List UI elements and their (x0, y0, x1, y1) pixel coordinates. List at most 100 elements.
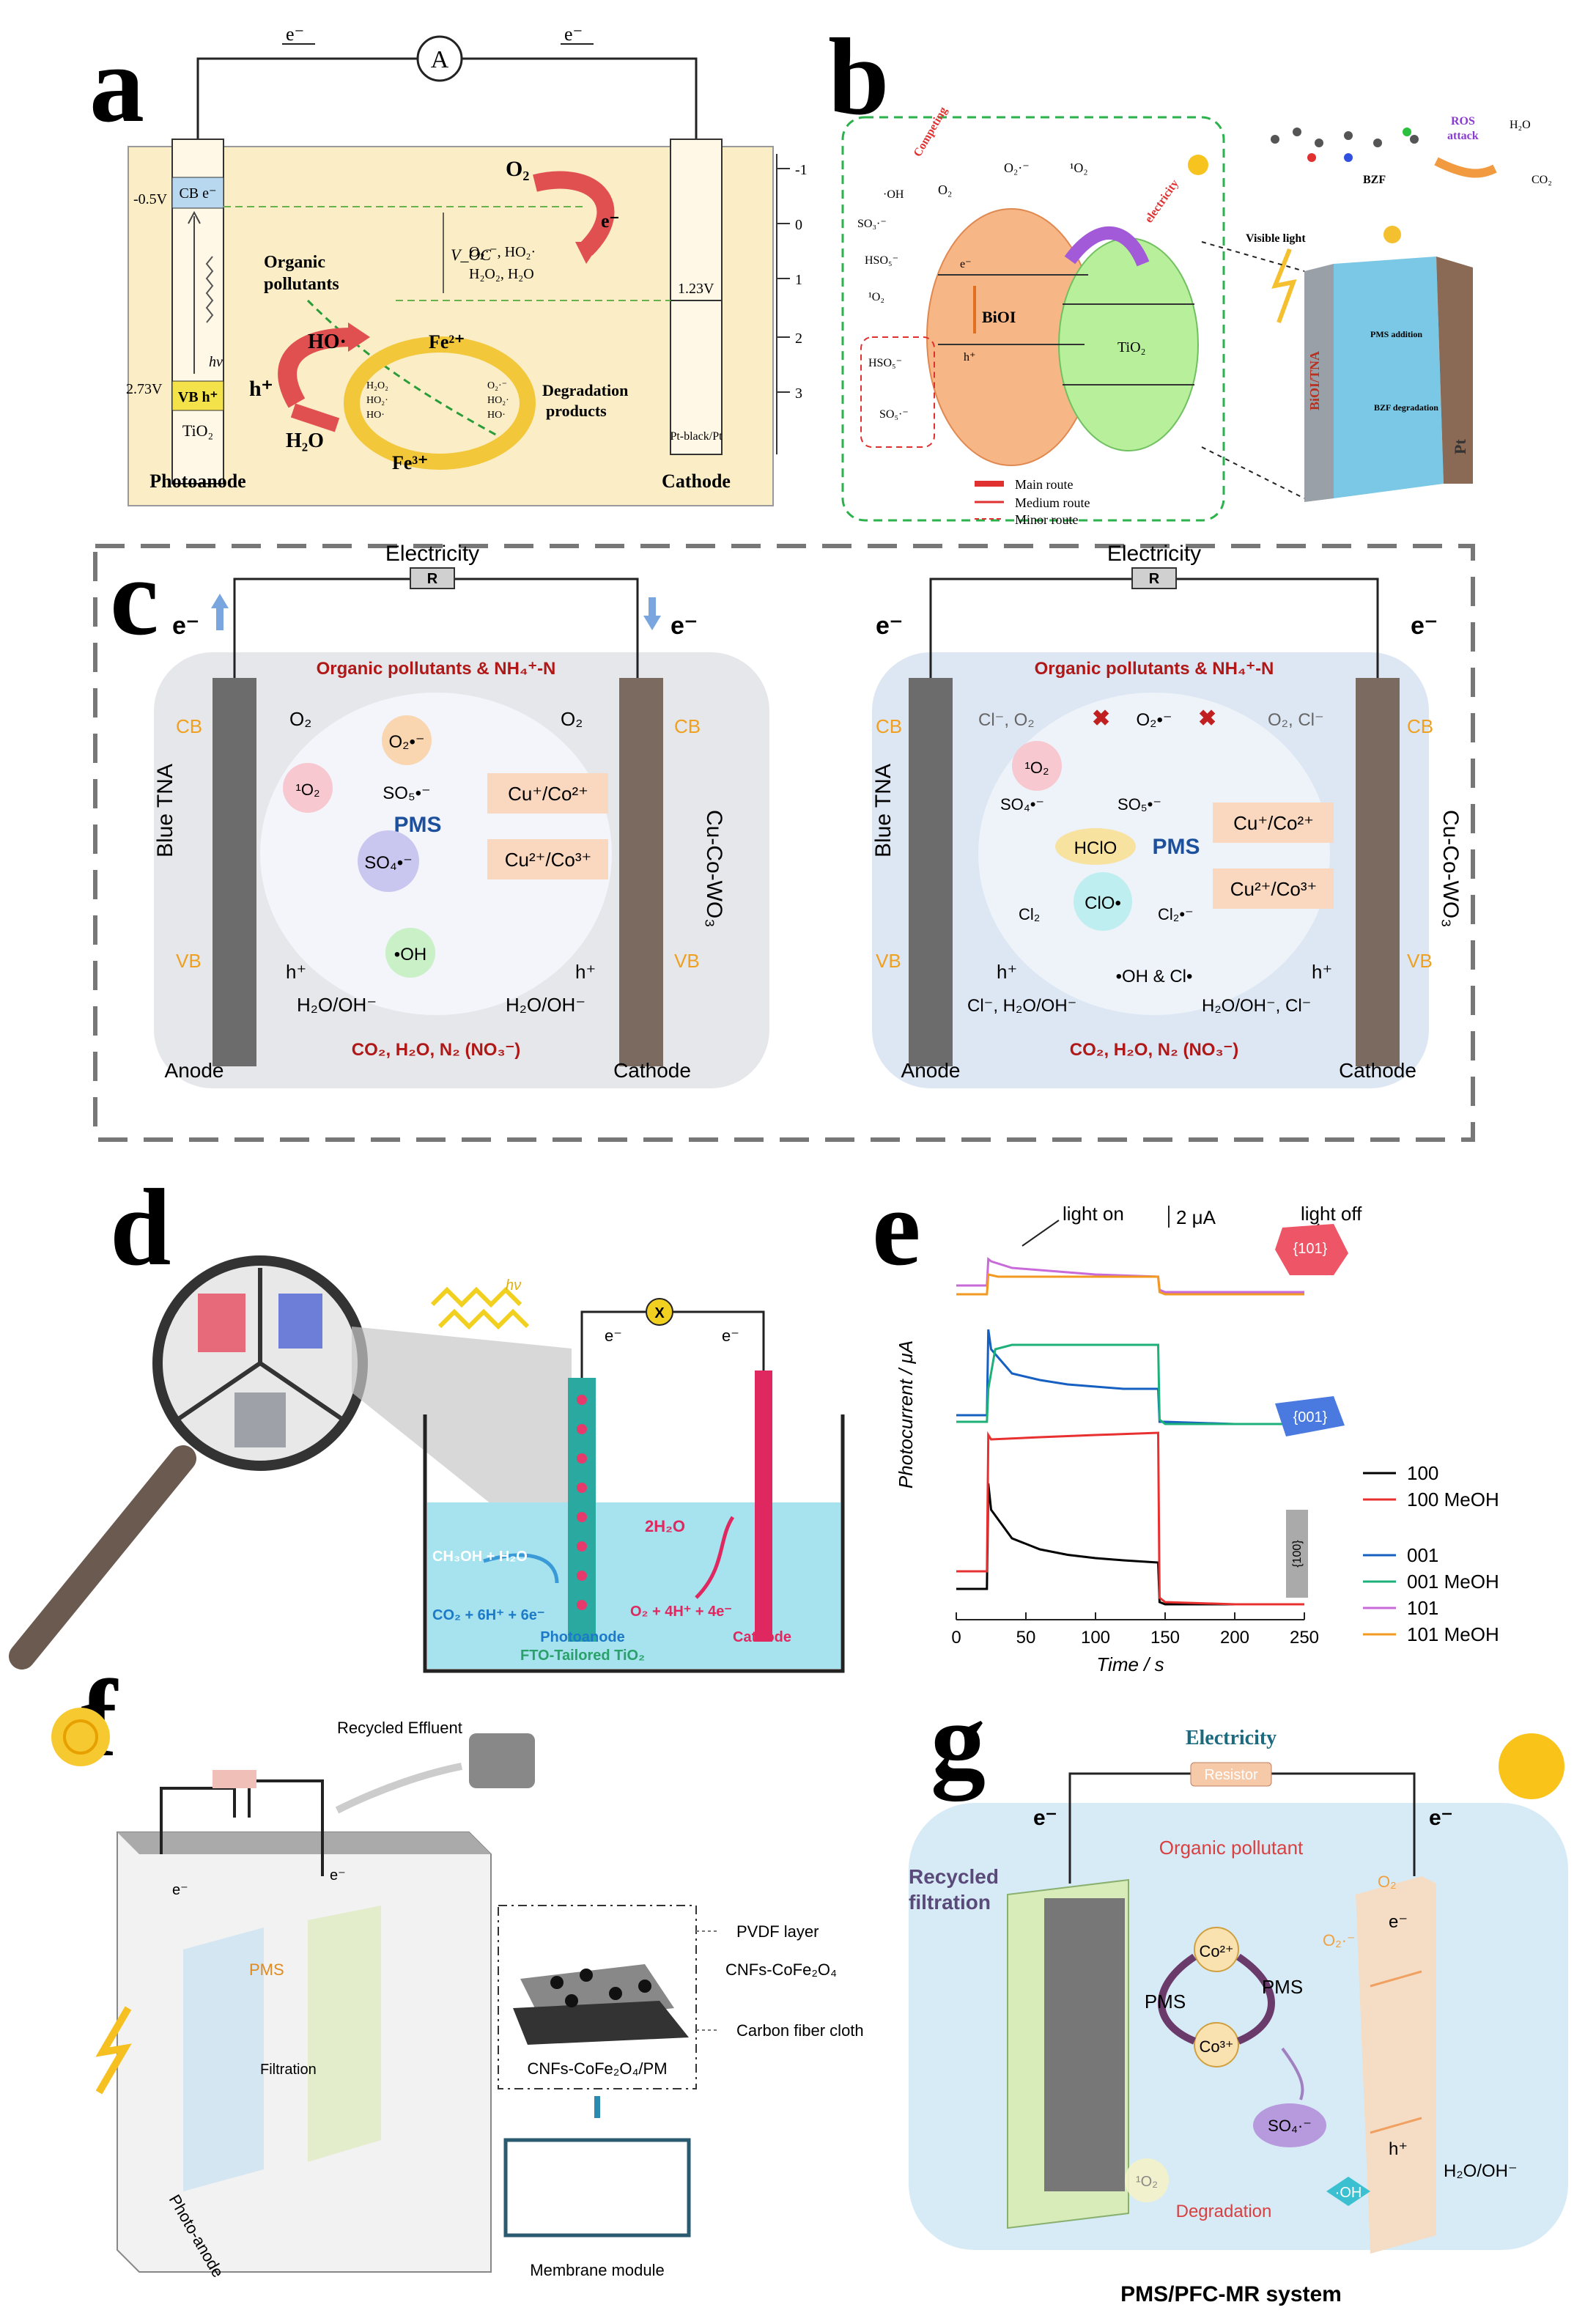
c-right-anode: Anode (901, 1059, 961, 1082)
f-pvdf: PVDF layer (736, 1922, 819, 1941)
d-e2: e⁻ (722, 1327, 739, 1345)
b-o2m-label: O₂·⁻ (1004, 161, 1030, 175)
b-so3-label: SO₃·⁻ (857, 218, 887, 230)
c-left-system: R Electricity e⁻ e⁻ Blue TNA Cu-Co-WO₃ C… (153, 542, 769, 1088)
c-left-organic: Organic pollutants & NH₄⁺-N (317, 659, 556, 679)
e-legend-label: 101 (1407, 1597, 1438, 1619)
a-tio2-label: TiO₂ (182, 421, 213, 440)
b-o2-label: O₂ (938, 182, 952, 197)
c-left-so4: SO₄•⁻ (364, 853, 413, 873)
c-right-x-right: ✖ (1198, 707, 1216, 731)
b-so5-label: SO₅·⁻ (879, 408, 909, 421)
g-h2o: H₂O/OH⁻ (1444, 2161, 1518, 2181)
a-ho-right: HO· (487, 410, 506, 421)
panel-letter-d: d (110, 1167, 171, 1288)
b-bzf-label: BZF (1363, 174, 1386, 186)
e-x-tick-label: 200 (1220, 1628, 1249, 1648)
b-visible-light: Visible light (1246, 232, 1306, 245)
e-y-label: Photocurrent / μA (895, 1340, 917, 1488)
b-tio2-label: TiO₂ (1117, 339, 1146, 355)
g-pms1: PMS (1145, 1991, 1186, 2013)
a-ho-left: HO· (366, 410, 385, 421)
c-left-cu-co-wo3: Cu-Co-WO₃ (702, 810, 726, 928)
c-right-pms: PMS (1152, 835, 1200, 859)
a-scale-4: 3 (795, 386, 802, 402)
a-123-label: 1.23V (678, 281, 714, 297)
e-series-line (956, 1273, 1304, 1296)
b-bzf-degradation: BZF degradation (1374, 402, 1438, 413)
e-light-on: light on (1063, 1203, 1124, 1225)
c-right-cu-co-23: Cu⁺/Co²⁺ (1233, 812, 1314, 834)
e-x-tick-label: 250 (1290, 1628, 1319, 1648)
a-cathode-label: Cathode (662, 471, 731, 492)
b-h-band: h⁺ (964, 351, 975, 364)
g-resistor: Resistor (1204, 1767, 1258, 1783)
c-right-electricity: Electricity (1107, 542, 1201, 566)
f-pm: CNFs-CoFe₂O₄/PM (527, 2059, 667, 2078)
panel-c-diagram: R Electricity e⁻ e⁻ Blue TNA Cu-Co-WO₃ C… (93, 542, 1475, 1142)
e-facet101: {101} (1293, 1241, 1328, 1257)
b-e-band: e⁻ (960, 258, 972, 270)
e-facet101-crystal (1275, 1224, 1348, 1275)
g-pms2: PMS (1262, 1976, 1303, 1998)
c-right-cb-left: CB (876, 715, 902, 737)
g-degradation: Degradation (1176, 2202, 1272, 2221)
c-right-r: R (1149, 571, 1160, 587)
f-recycled: Recycled Effluent (337, 1719, 462, 1737)
a-e-small: e⁻ (601, 210, 619, 232)
g-organic: Organic pollutant (1159, 1837, 1304, 1859)
e-x-tick-label: 50 (1016, 1628, 1036, 1648)
e-legend-label: 100 MeOH (1407, 1488, 1499, 1510)
c-right-e-left: e⁻ (876, 612, 903, 640)
d-fto: FTO-Tailored TiO₂ (520, 1648, 645, 1664)
a-ptblack-label: Pt-black/Pt (670, 430, 723, 443)
ammeter-label: A (431, 46, 449, 73)
e-lines (956, 1257, 1304, 1606)
a-ho2-left: HO₂· (366, 395, 388, 406)
e-facet001: {001} (1293, 1409, 1328, 1425)
c-right-cl2-a: Cl₂ (1019, 905, 1040, 923)
d-e1: e⁻ (605, 1327, 622, 1345)
b-hso5-label: HSO₅⁻ (865, 254, 898, 267)
c-right-products: CO₂, H₂O, N₂ (NO₃⁻) (1070, 1040, 1238, 1060)
b-singlet-top: ¹O₂ (1070, 161, 1088, 175)
g-eminus: e⁻ (1389, 1912, 1408, 1932)
c-right-cu-co-32: Cu²⁺/Co³⁺ (1230, 878, 1317, 900)
c-left-r: R (427, 571, 438, 587)
c-left-singlet: ¹O₂ (296, 781, 320, 799)
c-left-e-left: e⁻ (172, 612, 199, 640)
a-organic-label: Organic (264, 253, 325, 272)
d-x-label: X (654, 1305, 665, 1321)
g-singlet: ¹O₂ (1136, 2174, 1158, 2190)
panel-b-diagram: BiOI TiO₂ e⁻ h⁺ Competing O₂ O₂·⁻ ¹O₂ SO… (841, 105, 1552, 527)
a-ho-label: HO· (308, 331, 347, 353)
d-o2: O₂ + 4H⁺ + 4e⁻ (630, 1604, 732, 1620)
g-co2: Co²⁺ (1199, 1942, 1233, 1960)
c-right-e-right: e⁻ (1411, 612, 1438, 640)
panel-letter-c: c (110, 536, 159, 658)
c-left-blue-tna: Blue TNA (153, 764, 177, 857)
c-left-cb-right: CB (674, 715, 701, 737)
b-pms-addition: PMS addition (1370, 329, 1422, 339)
panel-g-diagram: Resistor Electricity e⁻ e⁻ Organic pollu… (909, 1727, 1568, 2306)
c-right-vb: VB (1407, 950, 1433, 972)
c-right-oh-cl: •OH & Cl• (1116, 967, 1193, 986)
g-right-label: Ag/ZnO NA/NiF (1383, 2249, 1508, 2269)
e-x-label: Time / s (1096, 1653, 1164, 1675)
a-fe2-label: Fe²⁺ (429, 331, 465, 353)
b-attack-label: attack (1447, 130, 1479, 142)
c-left-cu-co-23: Cu⁺/Co²⁺ (508, 783, 588, 805)
c-right-cl-o2: Cl⁻, O₂ (978, 710, 1035, 730)
a-vb-label: VB h⁺ (178, 389, 218, 405)
c-right-clo: ClO• (1085, 893, 1121, 913)
c-left-cb: CB (176, 715, 202, 737)
e-legend-label: 001 MeOH (1407, 1571, 1499, 1593)
a-neg05-label: -0.5V (133, 191, 168, 207)
f-cnfs: CNFs-CoFe₂O₄ (725, 1960, 837, 1979)
c-right-cl-h2o: Cl⁻, H₂O/OH⁻ (967, 996, 1076, 1016)
c-left-so5: SO₅•⁻ (383, 783, 430, 803)
c-right-system: R Electricity e⁻ e⁻ Blue TNA Cu-Co-WO₃ C… (871, 542, 1463, 1088)
a-products-label: products (546, 402, 607, 420)
c-left-vb: VB (176, 950, 202, 972)
